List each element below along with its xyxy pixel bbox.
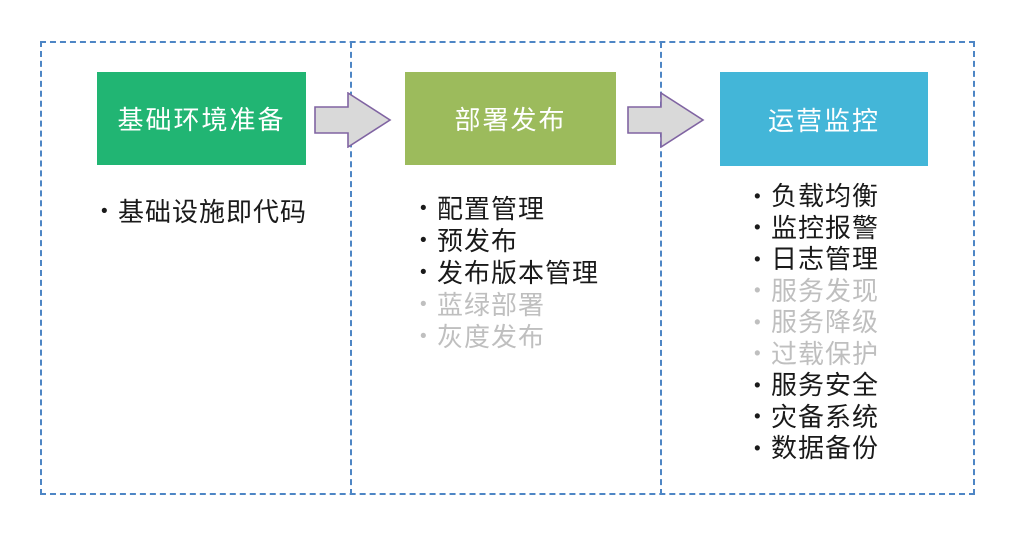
stage-item-list-deploy-release: 配置管理 预发布 发布版本管理 蓝绿部署 灰度发布 bbox=[420, 193, 599, 353]
stage-title: 基础环境准备 bbox=[117, 105, 286, 135]
stage-title: 部署发布 bbox=[454, 105, 567, 135]
list-item: 服务降级 bbox=[754, 307, 879, 339]
list-item: 负载均衡 bbox=[754, 181, 879, 213]
dashed-frame bbox=[40, 41, 975, 495]
list-item: 灰度发布 bbox=[420, 321, 599, 353]
list-item: 蓝绿部署 bbox=[420, 289, 599, 321]
list-item: 预发布 bbox=[420, 225, 599, 257]
list-item: 过载保护 bbox=[754, 339, 879, 371]
stage-item-list-env-prep: 基础设施即代码 bbox=[101, 196, 307, 228]
list-item: 配置管理 bbox=[420, 193, 599, 225]
list-item: 发布版本管理 bbox=[420, 257, 599, 289]
list-item: 服务安全 bbox=[754, 370, 879, 402]
column-divider bbox=[350, 42, 352, 495]
stage-header-ops-monitoring: 运营监控 bbox=[720, 72, 928, 166]
list-item: 监控报警 bbox=[754, 213, 879, 245]
stage-header-env-prep: 基础环境准备 bbox=[97, 72, 306, 165]
stage-item-list-ops-monitoring: 负载均衡 监控报警 日志管理 服务发现 服务降级 过载保护 服务安全 灾备系统 … bbox=[754, 181, 879, 465]
column-divider bbox=[660, 42, 662, 495]
right-arrow-icon bbox=[627, 92, 705, 148]
right-arrow-icon bbox=[314, 92, 392, 148]
stage-header-deploy-release: 部署发布 bbox=[405, 72, 616, 165]
list-item: 日志管理 bbox=[754, 244, 879, 276]
list-item: 基础设施即代码 bbox=[101, 196, 307, 228]
list-item: 数据备份 bbox=[754, 433, 879, 465]
list-item: 服务发现 bbox=[754, 276, 879, 308]
list-item: 灾备系统 bbox=[754, 402, 879, 434]
stage-title: 运营监控 bbox=[767, 105, 880, 136]
